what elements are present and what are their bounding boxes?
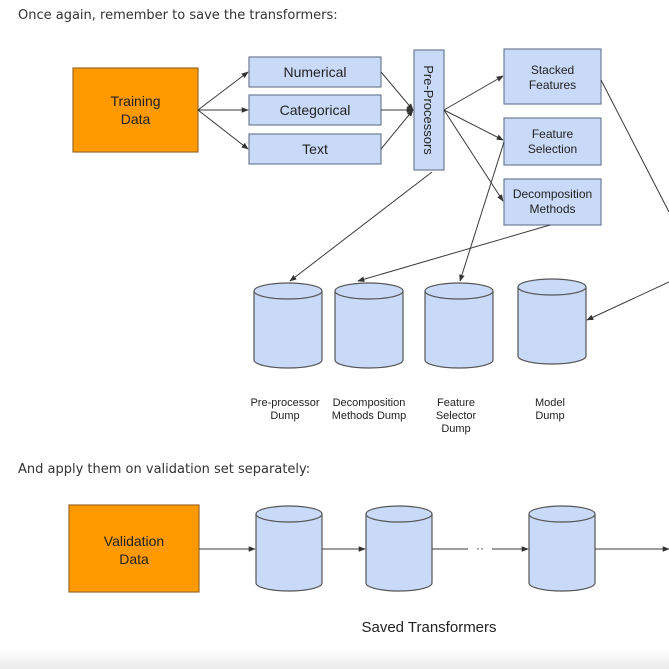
- training-data-label-2: Data: [121, 111, 151, 127]
- page-bottom-fade: [0, 650, 669, 669]
- type-label-text: Text: [302, 141, 328, 157]
- validation-data-label-2: Data: [119, 551, 149, 567]
- arrow-preprocessors-to-dump: [289, 171, 433, 282]
- feature-selection-label-2: Selection: [528, 142, 577, 156]
- preprocessors-label: Pre-Processors: [421, 65, 436, 155]
- training-data-label-1: Training: [110, 93, 160, 109]
- dump-label-model: Model Dump: [535, 397, 565, 422]
- saved-transformer-cylinder-1: [255, 505, 323, 592]
- line-stacked-to-model: [600, 79, 669, 213]
- dump-label-feature-selector: Feature Selector Dump: [436, 397, 477, 435]
- dump-label-feature-selector-1: Feature: [437, 397, 475, 409]
- validation-data-node: Validation Data: [68, 504, 200, 593]
- decomposition-methods-label-2: Methods: [529, 202, 575, 216]
- type-box-text: Text: [248, 133, 382, 165]
- arrow-selection-to-dump: [459, 141, 505, 282]
- output-box-decomposition-methods: Decomposition Methods: [503, 178, 602, 226]
- training-data-node: Training Data: [72, 67, 199, 153]
- arrow-text-to-preprocessors: [380, 109, 414, 150]
- saved-transformers-caption: Saved Transformers: [361, 619, 496, 636]
- type-label-categorical: Categorical: [280, 102, 351, 118]
- type-box-categorical: Categorical: [248, 94, 382, 126]
- dump-cylinder-preprocessor: [253, 282, 323, 369]
- dump-cylinder-feature-selector: [424, 282, 494, 369]
- dump-label-model-2: Dump: [535, 410, 564, 422]
- validation-data-label-1: Validation: [104, 533, 164, 549]
- arrow-to-model-dump: [586, 281, 669, 321]
- arrow-preprocessors-to-selection: [443, 109, 504, 141]
- saved-transformer-cylinder-2: [365, 505, 433, 592]
- dump-cylinder-model: [517, 278, 587, 365]
- type-label-numerical: Numerical: [283, 64, 346, 80]
- output-box-feature-selection: Feature Selection: [503, 117, 602, 166]
- stacked-features-label-2: Features: [529, 78, 576, 92]
- dump-label-preprocessor: Pre-processor Dump: [250, 397, 319, 422]
- arrow-numerical-to-preprocessors: [380, 71, 414, 111]
- arrow-training-to-text: [197, 109, 249, 150]
- arrow-decomposition-to-dump: [357, 224, 551, 282]
- dump-label-decomposition-2: Methods Dump: [332, 410, 407, 422]
- type-box-numerical: Numerical: [248, 56, 382, 88]
- feature-selection-label-1: Feature: [532, 127, 574, 141]
- saved-transformer-cylinder-3: [528, 505, 596, 592]
- dump-label-preprocessor-1: Pre-processor: [250, 397, 319, 409]
- dump-label-model-1: Model: [535, 397, 565, 409]
- preprocessors-node: Pre-Processors: [413, 49, 445, 171]
- dump-label-decomposition-1: Decomposition: [333, 397, 406, 409]
- dump-label-feature-selector-2: Selector: [436, 410, 477, 422]
- arrow-training-to-numerical: [197, 71, 249, 111]
- dump-label-feature-selector-3: Dump: [441, 423, 470, 435]
- intro-text: Once again, remember to save the transfo…: [18, 8, 338, 23]
- arrow-preprocessors-to-decomposition: [443, 109, 504, 202]
- output-box-stacked-features: Stacked Features: [503, 48, 602, 105]
- stacked-features-label-1: Stacked: [531, 63, 574, 77]
- dump-label-decomposition: Decomposition Methods Dump: [332, 397, 407, 422]
- apply-text: And apply them on validation set separat…: [18, 462, 311, 477]
- ellipsis-indicator: ··: [476, 541, 484, 555]
- arrow-preprocessors-to-stacked: [443, 75, 504, 111]
- dump-label-preprocessor-2: Dump: [270, 410, 299, 422]
- dump-cylinder-decomposition: [334, 282, 404, 369]
- training-connectors: [197, 71, 669, 321]
- decomposition-methods-label-1: Decomposition: [513, 187, 592, 201]
